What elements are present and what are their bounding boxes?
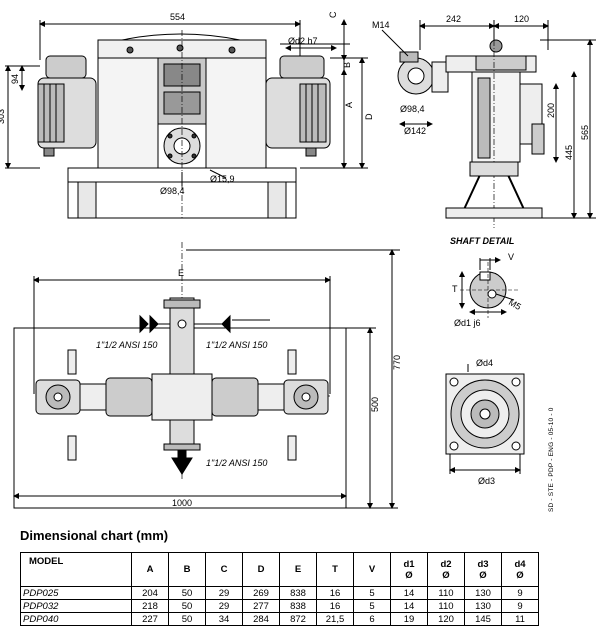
dimensional-chart-title: Dimensional chart (mm) bbox=[20, 528, 169, 543]
dim-565: 565 bbox=[580, 125, 590, 140]
letter-b: B bbox=[342, 62, 352, 68]
table-cell: 50 bbox=[168, 586, 206, 600]
table-cell: 50 bbox=[168, 599, 206, 613]
dim-200: 200 bbox=[546, 103, 556, 118]
table-cell: 11 bbox=[501, 612, 539, 626]
label-dia-142: Ø142 bbox=[404, 126, 426, 136]
label-side-dia-flange: Ø98,4 bbox=[400, 104, 425, 114]
table-cell: 838 bbox=[279, 586, 317, 600]
table-row: PDP040 227 50 34 284 872 21,5 6 19 120 1… bbox=[20, 612, 539, 626]
table-cell: 14 bbox=[390, 599, 428, 613]
flange-view bbox=[445, 364, 525, 474]
table-cell: 16 bbox=[316, 586, 354, 600]
port-outlet-label: 1"1/2 ANSI 150 bbox=[206, 458, 267, 468]
table-row: PDP032 218 50 29 277 838 16 5 14 110 130… bbox=[20, 599, 539, 613]
dim-770: 770 bbox=[392, 355, 402, 370]
table-row: PDP025 204 50 29 269 838 16 5 14 110 130… bbox=[20, 586, 539, 600]
model-cell: PDP040 bbox=[20, 612, 132, 626]
dim-width-554: 554 bbox=[170, 12, 185, 22]
dim-500: 500 bbox=[370, 397, 380, 412]
table-cell: 14 bbox=[390, 586, 428, 600]
table-cell: 130 bbox=[464, 586, 502, 600]
label-t: T bbox=[452, 284, 458, 294]
label-d3: Ød3 bbox=[478, 476, 495, 486]
letter-d: D bbox=[364, 113, 374, 120]
label-m5: M5 bbox=[507, 297, 523, 312]
table-cell: 5 bbox=[353, 599, 391, 613]
table-header-row: MODEL A B C D E T V d1 Ø d2 Ø d3 Ø d4 Ø bbox=[20, 552, 539, 587]
label-d1: Ød1 j6 bbox=[454, 318, 481, 328]
table-cell: 120 bbox=[427, 612, 465, 626]
table-cell: 269 bbox=[242, 586, 280, 600]
table-cell: 277 bbox=[242, 599, 280, 613]
table-cell: 130 bbox=[464, 599, 502, 613]
letter-a: A bbox=[344, 102, 354, 108]
table-cell: 29 bbox=[205, 599, 243, 613]
label-v: V bbox=[508, 252, 514, 262]
table-cell: 204 bbox=[131, 586, 169, 600]
table-cell: 227 bbox=[131, 612, 169, 626]
table-cell: 5 bbox=[353, 586, 391, 600]
header-cell: C bbox=[205, 552, 243, 587]
header-cell: A bbox=[131, 552, 169, 587]
label-shaft-d2: Ød2 h7 bbox=[288, 36, 318, 46]
dim-242: 242 bbox=[446, 14, 461, 24]
dim-120: 120 bbox=[514, 14, 529, 24]
model-cell: PDP032 bbox=[20, 599, 132, 613]
table-cell: 9 bbox=[501, 586, 539, 600]
port-inlet-right-label: 1"1/2 ANSI 150 bbox=[206, 340, 267, 350]
header-cell: V bbox=[353, 552, 391, 587]
header-cell: d1 Ø bbox=[390, 552, 428, 587]
label-dia-hole: Ø15,9 bbox=[210, 174, 235, 184]
header-cell: MODEL bbox=[20, 552, 132, 587]
dim-height-303: 303 bbox=[0, 109, 6, 124]
table-cell: 872 bbox=[279, 612, 317, 626]
port-inlet-left-label: 1"1/2 ANSI 150 bbox=[96, 340, 157, 350]
letter-e: E bbox=[178, 268, 184, 278]
table-cell: 19 bbox=[390, 612, 428, 626]
side-view-labels: 242 120 M14 Ø98,4 Ø142 200 445 565 bbox=[372, 14, 590, 160]
table-cell: 218 bbox=[131, 599, 169, 613]
table-cell: 6 bbox=[353, 612, 391, 626]
table-cell: 145 bbox=[464, 612, 502, 626]
table-cell: 284 bbox=[242, 612, 280, 626]
table-cell: 110 bbox=[427, 599, 465, 613]
table-cell: 9 bbox=[501, 599, 539, 613]
document-reference: SD - STE - PDP - ENG - 05-10 - 0 bbox=[548, 407, 555, 512]
header-cell: D bbox=[242, 552, 280, 587]
table-cell: 21,5 bbox=[316, 612, 354, 626]
table-cell: 110 bbox=[427, 586, 465, 600]
front-view-labels: 554 303 94 Ød2 h7 C B A D Ø98,4 Ø15,9 bbox=[0, 11, 374, 196]
header-cell: d2 Ø bbox=[427, 552, 465, 587]
plan-view bbox=[13, 242, 400, 509]
dim-1000: 1000 bbox=[172, 498, 192, 508]
label-m14: M14 bbox=[372, 20, 390, 30]
shaft-detail-view bbox=[459, 257, 520, 318]
header-cell: B bbox=[168, 552, 206, 587]
label-dia-flange: Ø98,4 bbox=[160, 186, 185, 196]
shaft-detail-title: SHAFT DETAIL bbox=[450, 236, 514, 246]
header-cell: d3 Ø bbox=[464, 552, 502, 587]
front-elevation-view bbox=[5, 19, 368, 219]
dimensional-chart-table: MODEL A B C D E T V d1 Ø d2 Ø d3 Ø d4 Ø … bbox=[20, 552, 539, 626]
table-cell: 29 bbox=[205, 586, 243, 600]
letter-c: C bbox=[328, 11, 338, 18]
table-cell: 838 bbox=[279, 599, 317, 613]
table-cell: 16 bbox=[316, 599, 354, 613]
dim-height-94: 94 bbox=[10, 74, 20, 84]
header-cell: T bbox=[316, 552, 354, 587]
header-cell: E bbox=[279, 552, 317, 587]
plan-view-labels: E 770 500 1000 1"1/2 ANSI 150 1"1/2 ANSI… bbox=[96, 268, 402, 508]
flange-view-labels: Ød4 Ød3 bbox=[476, 358, 495, 486]
dim-445: 445 bbox=[564, 145, 574, 160]
model-cell: PDP025 bbox=[20, 586, 132, 600]
table-cell: 34 bbox=[205, 612, 243, 626]
side-elevation-view bbox=[381, 20, 596, 228]
header-cell: d4 Ø bbox=[501, 552, 539, 587]
label-d4: Ød4 bbox=[476, 358, 493, 368]
table-cell: 50 bbox=[168, 612, 206, 626]
